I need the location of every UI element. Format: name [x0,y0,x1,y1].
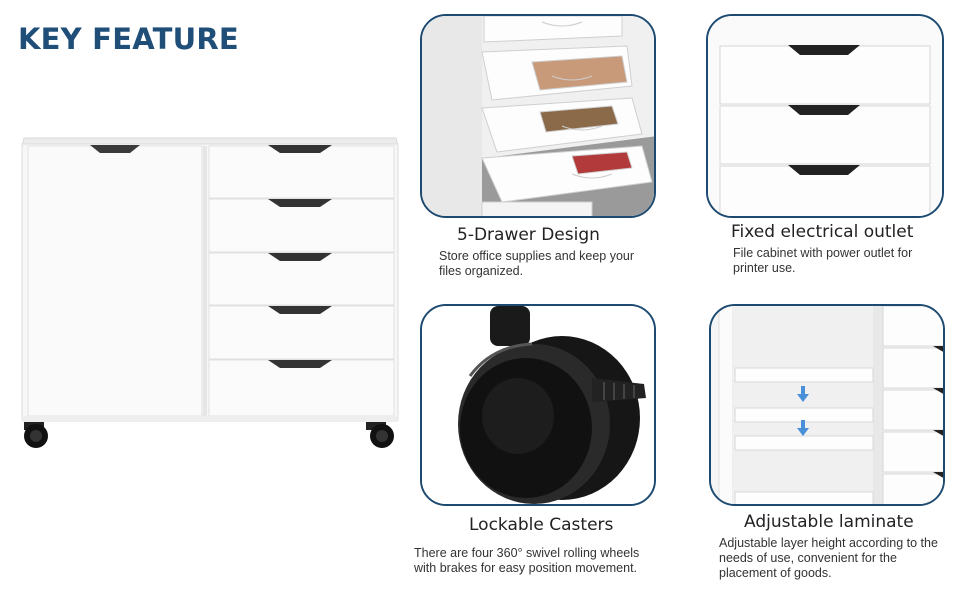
feature-title-casters: Lockable Casters [469,515,614,535]
caster-wheel-photo [420,304,656,506]
cabinet-product-image [10,110,410,455]
feature-title-laminate: Adjustable laminate [744,512,914,532]
feature-desc-casters: There are four 360° swivel rolling wheel… [414,546,640,575]
feature-title-drawers: 5-Drawer Design [457,225,600,245]
drawer-fronts-photo [706,14,944,218]
page-heading: KEY FEATURE [18,22,239,56]
feature-desc-outlet: File cabinet with power outlet for print… [733,246,913,275]
caster-right [366,422,394,448]
shelf-photo [709,304,945,506]
feature-title-outlet: Fixed electrical outlet [731,222,914,242]
caster-left [24,422,48,448]
feature-desc-drawers: Store office supplies and keep your file… [439,249,635,278]
drawers-photo [420,14,656,218]
feature-desc-laminate: Adjustable layer height according to the… [719,536,938,580]
